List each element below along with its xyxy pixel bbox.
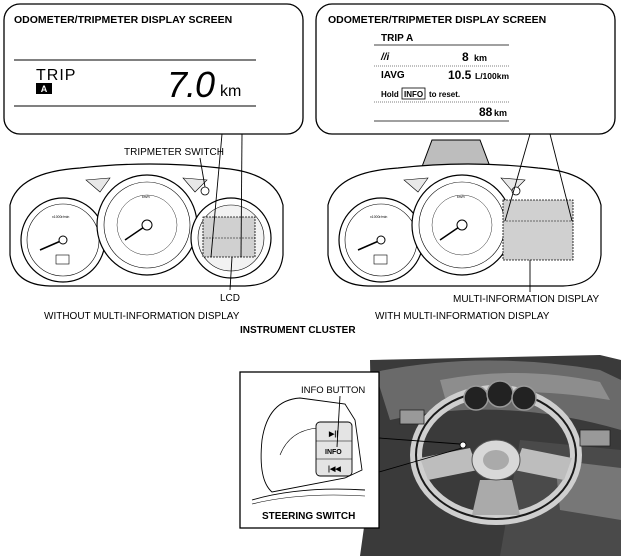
left-trip-badge: A (41, 84, 48, 94)
steering-switch-label: STEERING SWITCH (262, 511, 355, 522)
right-row2-label: IAVG (381, 70, 405, 81)
right-callout-title: ODOMETER/TRIPMETER DISPLAY SCREEN (328, 14, 546, 26)
left-distance-unit: km (220, 83, 241, 100)
right-range-value: 88 (479, 105, 493, 119)
instrument-cluster-right: x1000r/min km/h (327, 139, 602, 287)
cluster-lcd (202, 216, 256, 258)
steering-switch-callout: ▶|| INFO |◀◀ INFO BUTTON STEERING SWITCH (239, 371, 463, 529)
right-row2-value: 10.5 (448, 68, 472, 82)
play-pause-button: ▶|| (328, 431, 338, 438)
mid-label: MULTI-INFORMATION DISPLAY (453, 294, 599, 305)
info-button: INFO (325, 449, 342, 456)
left-trip-badge-box (36, 83, 52, 94)
right-hold-prefix: Hold (381, 90, 399, 99)
left-trip-label: TRIP (36, 67, 76, 84)
right-hold-suffix: to reset. (429, 90, 460, 99)
right-tach-unit: x1000r/min (370, 215, 387, 219)
prev-track-button: |◀◀ (328, 466, 341, 473)
upper-leader-lines (199, 133, 573, 292)
right-range-unit: km (494, 108, 507, 118)
left-speed-unit: km/h (142, 195, 150, 199)
right-row1-unit: km (474, 53, 487, 63)
instrument-cluster-left: x1000r/min km/h (9, 163, 284, 287)
tripmeter-switch-label: TRIPMETER SWITCH (124, 147, 224, 158)
cluster-multi-info-display (502, 199, 574, 261)
right-trip-label: TRIP A (381, 33, 413, 44)
with-mid-label: WITH MULTI-INFORMATION DISPLAY (375, 311, 550, 322)
lcd-label: LCD (220, 293, 240, 304)
left-tach-unit: x1000r/min (52, 215, 69, 219)
right-display-callout: ODOMETER/TRIPMETER DISPLAY SCREEN TRIP A… (315, 3, 616, 135)
left-display-callout: ODOMETER/TRIPMETER DISPLAY SCREEN TRIP A… (3, 3, 304, 135)
right-row2-unit: L/100km (475, 71, 509, 81)
left-distance-value: 7.0 (167, 64, 215, 105)
right-row1-value: 8 (462, 50, 469, 64)
tripmeter-switch-knob (200, 186, 210, 196)
instrument-cluster-label: INSTRUMENT CLUSTER (240, 325, 356, 336)
dashboard-illustration (360, 355, 621, 556)
right-speed-unit: km/h (457, 195, 465, 199)
right-row1-icon: //i (380, 52, 390, 63)
right-hold-key: INFO (404, 90, 423, 99)
without-mid-label: WITHOUT MULTI-INFORMATION DISPLAY (44, 311, 240, 322)
right-hold-key-box (401, 87, 426, 100)
left-callout-title: ODOMETER/TRIPMETER DISPLAY SCREEN (14, 14, 232, 26)
info-button-label: INFO BUTTON (301, 385, 365, 396)
